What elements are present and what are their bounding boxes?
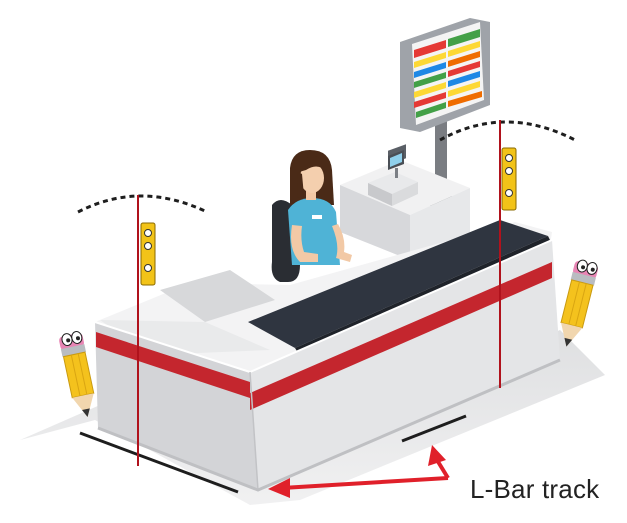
swing-arc-left [78,196,207,212]
track-label: L-Bar track [470,474,599,505]
swing-arc-right [440,122,575,140]
cashier [272,150,352,282]
pencil-mascot-left [58,330,99,419]
spirit-level-right [502,148,516,210]
arrow-vertical [437,460,448,478]
spirit-level-left [141,223,155,285]
